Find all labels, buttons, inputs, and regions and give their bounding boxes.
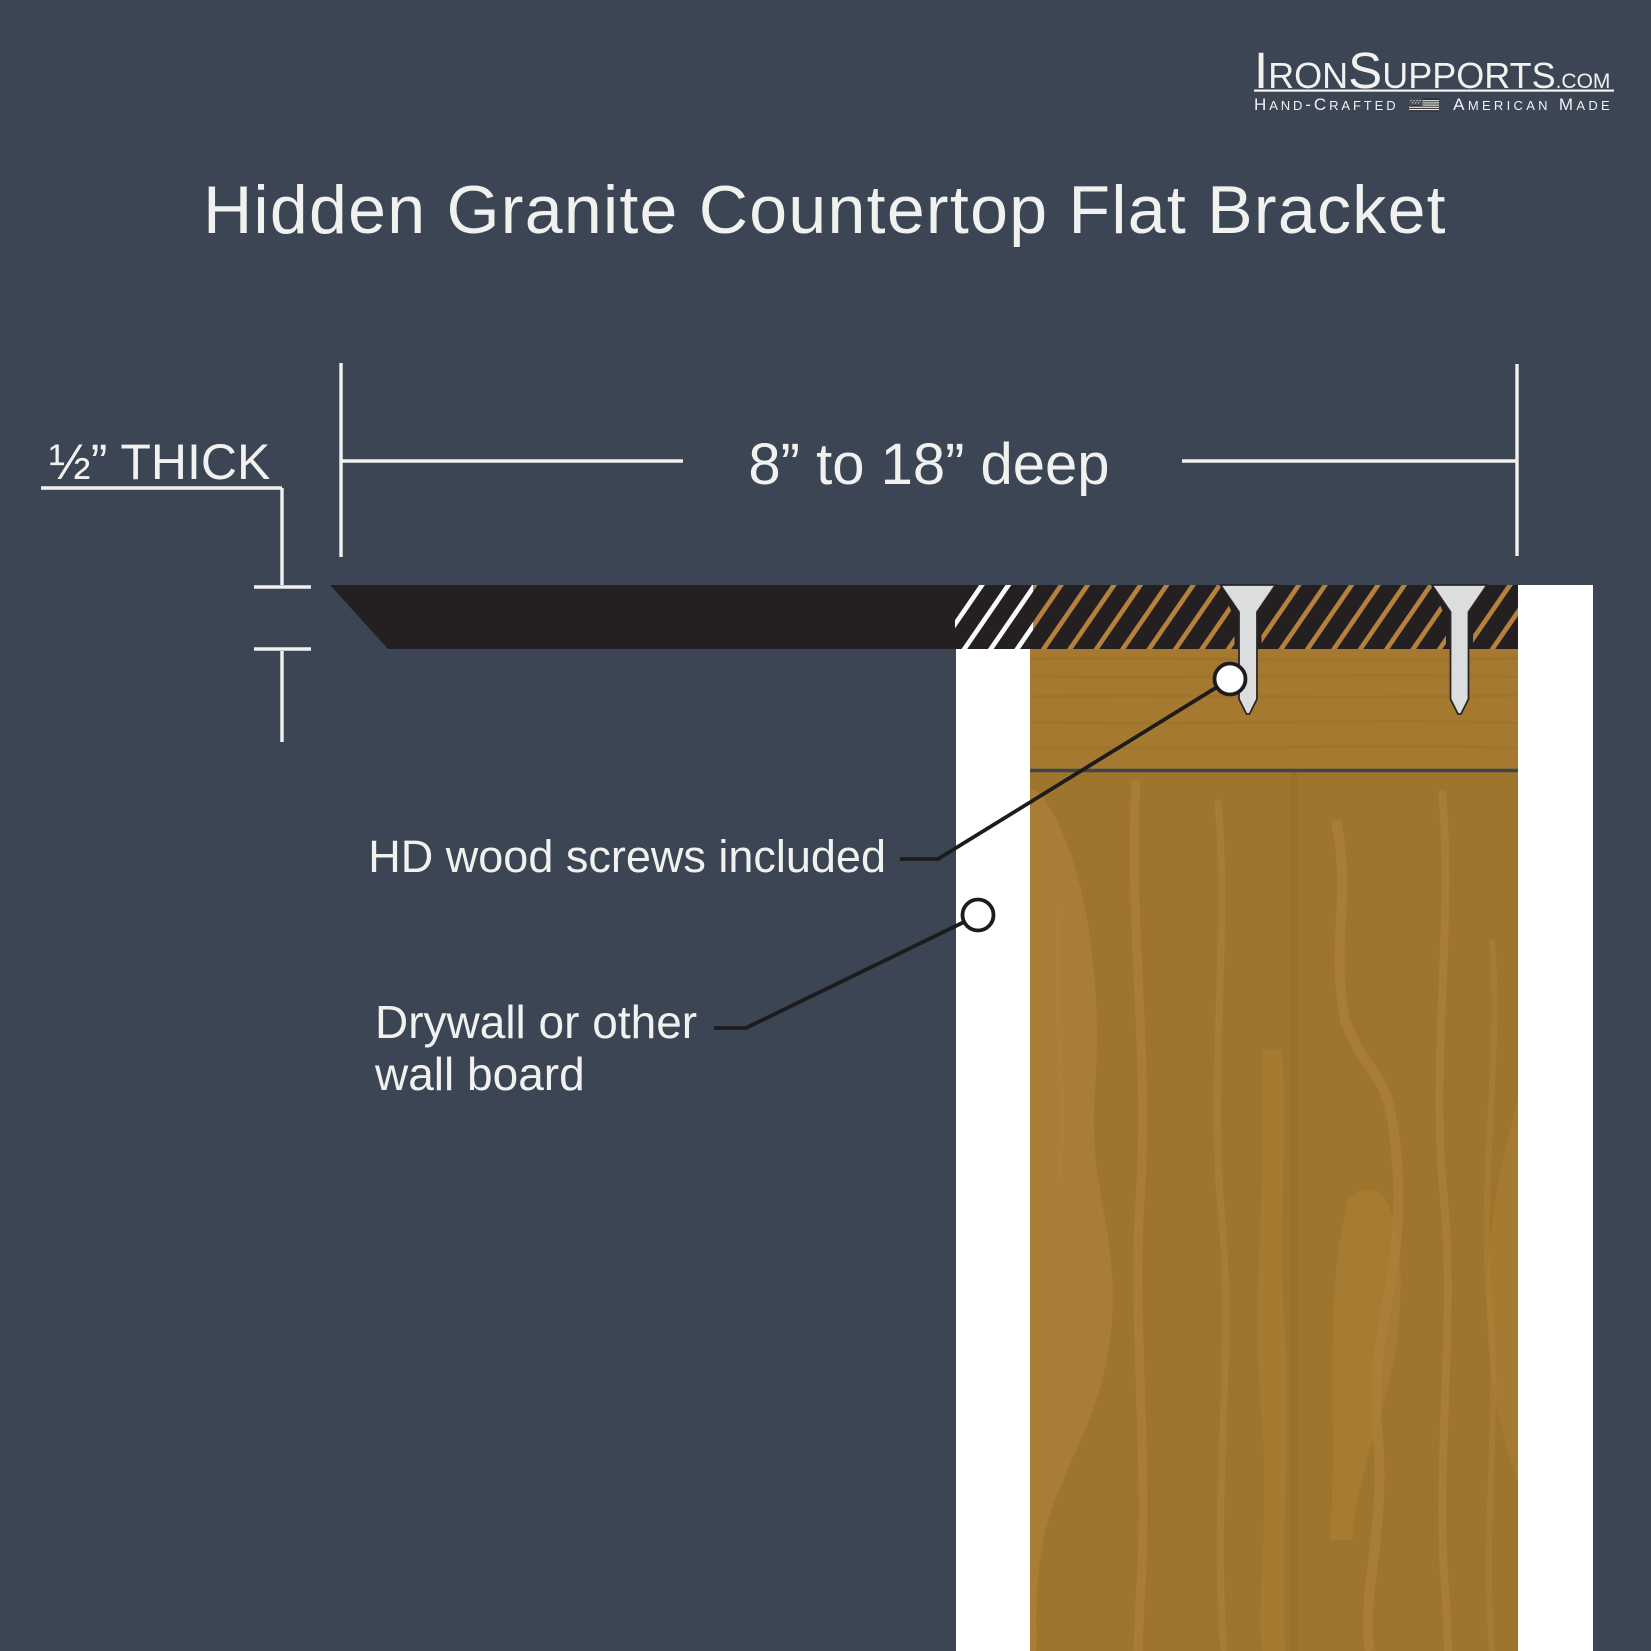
svg-text:HAND-CRAFTED: HAND-CRAFTED [1254, 95, 1399, 114]
svg-text:HD wood screws included: HD wood screws included [368, 831, 886, 882]
svg-text:Drywall or other: Drywall or other [375, 996, 697, 1048]
svg-text:Hidden Granite Countertop Flat: Hidden Granite Countertop Flat Bracket [203, 172, 1447, 248]
svg-text:8” to 18” deep: 8” to 18” deep [748, 432, 1109, 497]
svg-text:wall board: wall board [374, 1048, 585, 1100]
svg-text:AMERICAN MADE: AMERICAN MADE [1453, 95, 1613, 114]
svg-text:½” THICK: ½” THICK [49, 434, 270, 490]
